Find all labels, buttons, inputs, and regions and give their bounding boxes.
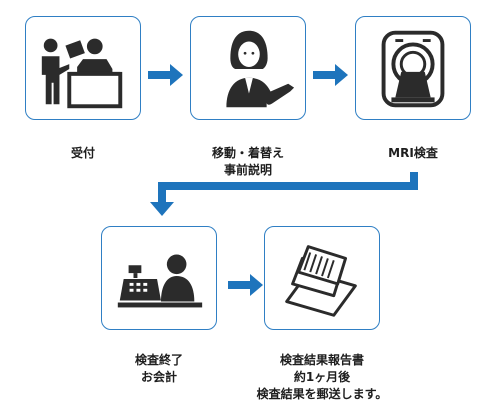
report-papers-icon <box>285 245 357 317</box>
step-box-reception <box>25 16 141 120</box>
arrow-right-icon <box>228 274 263 296</box>
step-box-mri <box>355 16 471 120</box>
label-line: 検査結果を郵送します。 <box>256 387 388 401</box>
label-line: 約1ヶ月後 <box>293 370 351 384</box>
arrow-right-icon <box>148 64 183 86</box>
label-line: MRI検査 <box>388 146 438 160</box>
staff-woman-icon <box>226 30 295 108</box>
step-box-changing <box>190 16 306 120</box>
label-line: 移動・着替え <box>211 146 284 160</box>
arrow-elbow-icon <box>150 172 418 216</box>
label-line: 検査終了 <box>134 353 183 367</box>
label-line: 受付 <box>70 146 95 160</box>
mri-scanner-icon <box>381 30 445 108</box>
cashier-icon <box>117 254 203 308</box>
label-line: 検査結果報告書 <box>279 353 364 367</box>
step-label-report: 検査結果報告書 約1ヶ月後 検査結果を郵送します。 <box>244 352 400 403</box>
label-line: お会計 <box>140 370 177 384</box>
step-label-changing: 移動・着替え 事前説明 <box>190 145 306 179</box>
label-line: 事前説明 <box>223 163 272 177</box>
step-box-checkout <box>101 226 217 330</box>
step-label-reception: 受付 <box>25 145 141 162</box>
step-label-checkout: 検査終了 お会計 <box>101 352 217 386</box>
step-box-report <box>264 226 380 330</box>
arrow-right-icon <box>313 64 348 86</box>
reception-icon <box>41 38 123 109</box>
step-label-mri: MRI検査 <box>355 145 471 162</box>
